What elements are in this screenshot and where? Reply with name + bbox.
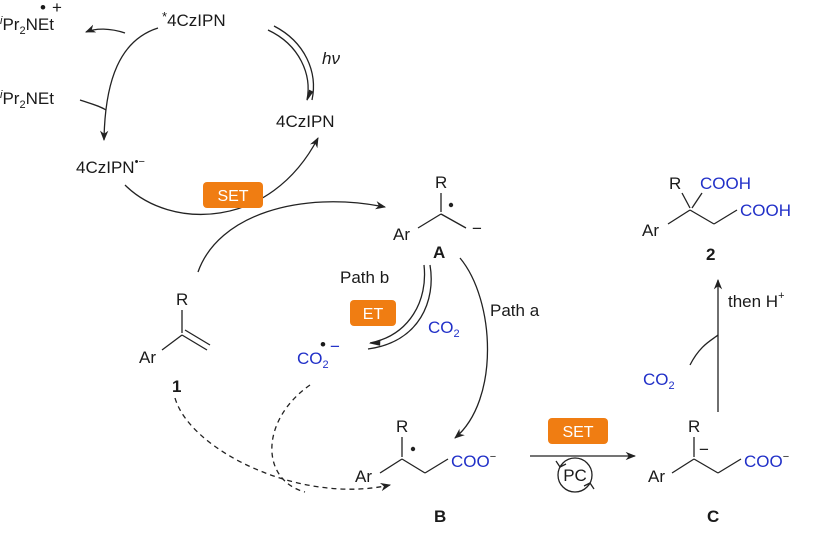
product-cooh-1: COOH bbox=[700, 174, 751, 193]
photocatalyst-cycle: *4CzIPN 4CzIPN 4CzIPN•− hν iPr2NEt • + i… bbox=[0, 0, 340, 216]
co2-addition-curve bbox=[689, 334, 719, 366]
co2-radical-dot: • bbox=[320, 335, 326, 354]
pc-cycle-circle bbox=[557, 457, 593, 493]
product-cooh-2: COOH bbox=[740, 201, 791, 220]
amine-radical-dot: • bbox=[40, 0, 46, 17]
compound-1-bond-Ar bbox=[161, 334, 183, 351]
dashed-arrow-from-1 bbox=[174, 397, 392, 492]
light-hv-label: hν bbox=[322, 49, 340, 68]
set-badge-1 bbox=[203, 182, 263, 208]
path-a-label: Path a bbox=[490, 301, 540, 320]
co2-radical-anion-label: CO2 bbox=[297, 349, 329, 371]
amine-plus-charge: + bbox=[52, 0, 62, 17]
pc-cycle-tick-left bbox=[555, 460, 567, 468]
A-minus: − bbox=[472, 219, 482, 238]
A-radical-dot bbox=[448, 202, 454, 208]
then-acid-label: then H+ bbox=[728, 290, 785, 311]
path-b-label: Path b bbox=[340, 268, 389, 287]
pc-cycle-tick-right bbox=[583, 482, 595, 490]
relaxation-arrow bbox=[273, 25, 314, 101]
B-radical-dot bbox=[410, 446, 416, 452]
co2-minus: − bbox=[330, 337, 340, 356]
excited-catalyst-label: *4CzIPN bbox=[162, 9, 226, 30]
amine-radical-cation-label: iPr2NEt bbox=[0, 15, 54, 37]
amine-label: iPr2NEt bbox=[0, 89, 54, 111]
C-minus: − bbox=[699, 440, 709, 459]
B-bond-CH2 bbox=[401, 458, 426, 474]
C-bond-COO bbox=[717, 458, 742, 474]
addition-arrow bbox=[197, 201, 387, 273]
B-Ar: Ar bbox=[355, 467, 372, 486]
compound-1-R: R bbox=[176, 290, 188, 309]
et-badge-text: ET bbox=[363, 306, 384, 323]
product-bond-Ar bbox=[667, 209, 691, 225]
set-badge-2-text: SET bbox=[562, 424, 593, 441]
reduced-catalyst-label: 4CzIPN•− bbox=[76, 156, 145, 177]
C-label: C bbox=[707, 507, 719, 526]
compound-1-number: 1 bbox=[172, 377, 181, 396]
compound-1-double-bond-a bbox=[181, 334, 208, 351]
product-R: R bbox=[669, 174, 681, 193]
C-carboxylate: COO− bbox=[744, 451, 789, 471]
path-a-arrow bbox=[454, 257, 489, 439]
B-label: B bbox=[434, 507, 446, 526]
quench-arrow bbox=[99, 27, 159, 142]
intermediate-A: R − Ar A bbox=[393, 173, 482, 262]
B-R: R bbox=[396, 417, 408, 436]
A-label: A bbox=[433, 243, 445, 262]
A-Ar: Ar bbox=[393, 225, 410, 244]
compound-1-Ar: Ar bbox=[139, 348, 156, 367]
et-badge bbox=[350, 300, 396, 326]
B-bond-COO bbox=[424, 458, 449, 474]
A-bond-Ar bbox=[417, 213, 442, 229]
co2-label-1: CO2 bbox=[428, 318, 460, 340]
amine-oxidation-arrow bbox=[85, 24, 126, 34]
path-b-arrow-forward bbox=[368, 264, 426, 346]
excitation-arrow bbox=[267, 29, 314, 102]
ground-catalyst-label: 4CzIPN bbox=[276, 112, 335, 131]
A-R: R bbox=[435, 173, 447, 192]
product-2: R COOH Ar COOH 2 bbox=[642, 174, 791, 264]
intermediate-C: R − Ar COO− C bbox=[648, 417, 789, 526]
compound-1: R Ar 1 bbox=[139, 290, 211, 396]
product-bond-cooh2 bbox=[713, 209, 738, 225]
B-bond-Ar bbox=[379, 458, 403, 474]
C-Ar: Ar bbox=[648, 467, 665, 486]
co2-label-2: CO2 bbox=[643, 370, 675, 392]
product-bond-CH2 bbox=[689, 209, 715, 225]
product-bond-R bbox=[681, 192, 691, 209]
A-bond-CH2 bbox=[440, 213, 467, 229]
C-bond-CH2 bbox=[693, 458, 719, 474]
path-b-arrow-back bbox=[367, 264, 432, 350]
product-Ar: Ar bbox=[642, 221, 659, 240]
B-carboxylate: COO− bbox=[451, 451, 496, 471]
intermediate-B: R Ar COO− B bbox=[355, 417, 496, 526]
dashed-arrow-from-co2 bbox=[271, 384, 311, 493]
product-bond-cooh1 bbox=[691, 192, 703, 209]
set-badge-2 bbox=[548, 418, 608, 444]
pc-label: PC bbox=[563, 466, 587, 485]
C-bond-Ar bbox=[671, 458, 695, 474]
compound-1-double-bond-b bbox=[184, 329, 211, 346]
product-2-label: 2 bbox=[706, 245, 715, 264]
amine-input-line bbox=[79, 99, 107, 111]
C-R: R bbox=[688, 417, 700, 436]
set-badge-1-text: SET bbox=[217, 188, 248, 205]
catalyst-regeneration-arrow bbox=[124, 137, 319, 216]
